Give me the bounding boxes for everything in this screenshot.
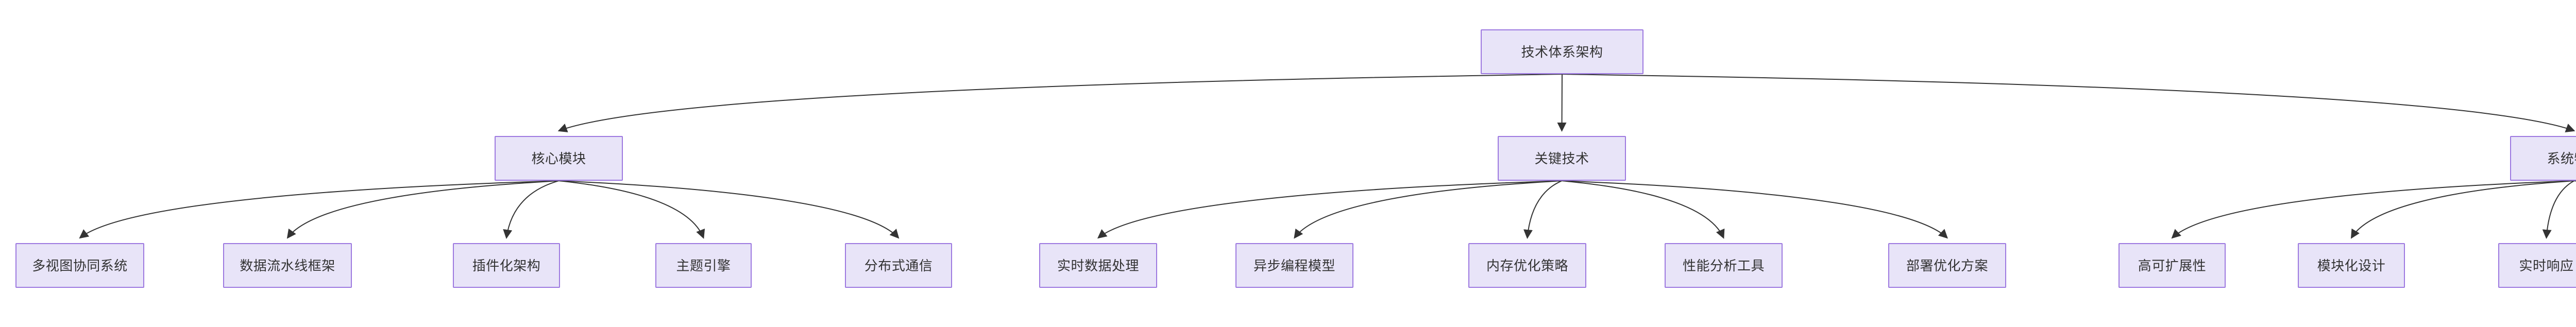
node-label: 主题引擎 xyxy=(676,257,731,273)
node-label: 部署优化方案 xyxy=(1906,257,1988,273)
node-label: 性能分析工具 xyxy=(1682,257,1765,273)
flowchart-node-n09[interactable]: 性能分析工具 xyxy=(1665,243,1783,288)
flowchart-node-n03[interactable]: 插件化架构 xyxy=(453,243,560,288)
flowchart-node-n04[interactable]: 主题引擎 xyxy=(655,243,752,288)
node-label: 技术体系架构 xyxy=(1521,44,1603,60)
flowchart-node-n08[interactable]: 内存优化策略 xyxy=(1468,243,1586,288)
node-label: 关键技术 xyxy=(1534,150,1589,166)
node-label: 模块化设计 xyxy=(2317,257,2386,273)
node-label: 多视图协同系统 xyxy=(32,257,128,273)
flowchart-node-n11[interactable]: 高可扩展性 xyxy=(2119,243,2226,288)
node-label: 插件化架构 xyxy=(472,257,541,273)
flowchart-node-l1a[interactable]: 核心模块 xyxy=(495,136,623,181)
flowchart-node-n07[interactable]: 异步编程模型 xyxy=(1235,243,1353,288)
node-label: 异步编程模型 xyxy=(1253,257,1335,273)
flowchart-node-root[interactable]: 技术体系架构 xyxy=(1481,29,1643,74)
node-label: 分布式通信 xyxy=(864,257,933,273)
node-label: 实时响应 xyxy=(2519,257,2574,273)
flowchart-node-n06[interactable]: 实时数据处理 xyxy=(1039,243,1157,288)
flowchart-node-l1c[interactable]: 系统特性 xyxy=(2510,136,2576,181)
flowchart-node-n01[interactable]: 多视图协同系统 xyxy=(15,243,144,288)
node-label: 内存优化策略 xyxy=(1486,257,1568,273)
node-label: 高可扩展性 xyxy=(2138,257,2207,273)
flowchart-node-n13[interactable]: 实时响应 xyxy=(2498,243,2576,288)
node-label: 实时数据处理 xyxy=(1057,257,1139,273)
flowchart-node-n05[interactable]: 分布式通信 xyxy=(845,243,952,288)
node-label: 核心模块 xyxy=(531,150,586,166)
node-label: 数据流水线框架 xyxy=(240,257,335,273)
flowchart-node-n10[interactable]: 部署优化方案 xyxy=(1888,243,2006,288)
node-label: 系统特性 xyxy=(2547,150,2576,166)
flowchart-node-n12[interactable]: 模块化设计 xyxy=(2298,243,2405,288)
flowchart-node-l1b[interactable]: 关键技术 xyxy=(1498,136,1626,181)
flowchart-node-n02[interactable]: 数据流水线框架 xyxy=(223,243,352,288)
